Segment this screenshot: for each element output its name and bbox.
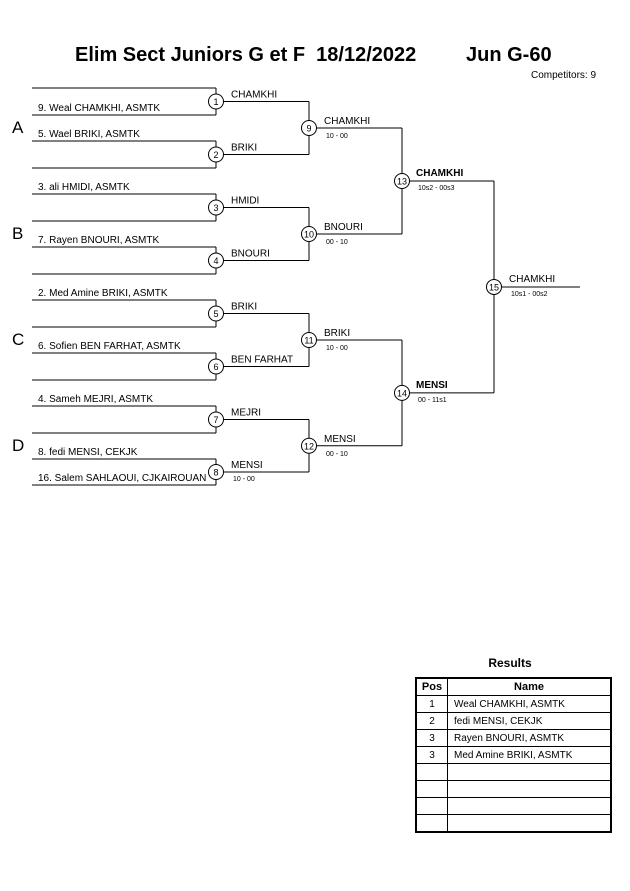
entry-name: 6. Sofien BEN FARHAT, ASMTK xyxy=(38,341,181,352)
results-name xyxy=(447,814,612,833)
results-name: Rayen BNOURI, ASMTK xyxy=(447,729,612,747)
match-circle xyxy=(301,332,317,348)
entry-name: 2. Med Amine BRIKI, ASMTK xyxy=(38,288,168,299)
results-name xyxy=(447,797,612,815)
results-name xyxy=(447,763,612,781)
match-circle xyxy=(301,437,317,454)
match-winner: BNOURI xyxy=(231,249,270,260)
match-score: 00 - 10 xyxy=(326,239,348,246)
match-winner: BRIKI xyxy=(231,143,257,154)
match-circle xyxy=(394,173,410,189)
match-number: 12 xyxy=(304,441,314,451)
results-name: Weal CHAMKHI, ASMTK xyxy=(447,695,612,713)
results-pos: 1 xyxy=(415,695,448,713)
results-pos xyxy=(415,763,448,781)
match-winner: MENSI xyxy=(416,380,448,391)
match-number: 8 xyxy=(213,468,218,478)
results-name: Med Amine BRIKI, ASMTK xyxy=(447,746,612,764)
results-pos: 3 xyxy=(415,746,448,764)
match-circle xyxy=(208,305,224,322)
results-row xyxy=(415,780,612,798)
match-winner: BNOURI xyxy=(324,222,363,233)
entry-name: 7. Rayen BNOURI, ASMTK xyxy=(38,235,159,246)
match-number: 6 xyxy=(213,362,218,372)
match-score: 10 - 00 xyxy=(233,476,255,483)
match-winner: CHAMKHI xyxy=(324,116,370,127)
match-number: 11 xyxy=(304,336,313,346)
match-number: 1 xyxy=(213,97,218,107)
entry-name: 3. ali HMIDI, ASMTK xyxy=(38,182,130,193)
results-pos xyxy=(415,814,448,833)
match-number: 2 xyxy=(213,150,218,160)
match-winner: BRIKI xyxy=(324,328,350,339)
category-title: Jun G-60 xyxy=(466,44,552,66)
pool-label: C xyxy=(12,330,24,349)
match-circle xyxy=(394,384,410,401)
match-number: 9 xyxy=(306,124,311,134)
match-number: 14 xyxy=(397,388,407,398)
results-row xyxy=(415,763,612,781)
match-number: 4 xyxy=(213,256,218,266)
results-pos xyxy=(415,780,448,798)
match-score: 00 - 11s1 xyxy=(418,397,447,404)
entry-name: 4. Sameh MEJRI, ASMTK xyxy=(38,394,153,405)
match-winner: CHAMKHI xyxy=(509,274,555,285)
match-circle xyxy=(208,358,224,375)
results-header-row: Pos Name xyxy=(415,677,612,696)
match-number: 5 xyxy=(213,309,218,319)
match-number: 7 xyxy=(213,415,218,425)
match-winner: MEJRI xyxy=(231,408,261,419)
results-header-pos: Pos xyxy=(415,677,448,696)
match-winner: BRIKI xyxy=(231,302,257,313)
results-pos: 3 xyxy=(415,729,448,747)
results-header-name: Name xyxy=(447,677,612,696)
match-score: 10s2 - 00s3 xyxy=(418,185,455,192)
pool-label: A xyxy=(12,118,24,137)
match-winner: MENSI xyxy=(324,434,356,445)
match-circle xyxy=(301,226,317,242)
match-score: 00 - 10 xyxy=(326,451,348,458)
page-title: Elim Sect Juniors G et F 18/12/2022 xyxy=(75,44,417,66)
match-score: 10 - 00 xyxy=(326,133,348,140)
match-winner: CHAMKHI xyxy=(231,90,277,101)
entry-name: 9. Weal CHAMKHI, ASMTK xyxy=(38,103,160,114)
match-winner: MENSI xyxy=(231,460,263,471)
entry-name: 8. fedi MENSI, CEKJK xyxy=(38,447,138,458)
results-row xyxy=(415,797,612,815)
match-circle xyxy=(208,93,224,110)
match-circle xyxy=(301,120,317,136)
match-winner: HMIDI xyxy=(231,196,259,207)
match-circle xyxy=(208,146,224,163)
pool-label: B xyxy=(12,224,23,243)
match-circle xyxy=(208,252,224,269)
match-circle xyxy=(208,199,224,216)
results-pos xyxy=(415,797,448,815)
match-number: 15 xyxy=(489,282,499,292)
results-pos: 2 xyxy=(415,712,448,730)
results-row xyxy=(415,814,612,833)
match-score: 10 - 00 xyxy=(326,345,348,352)
competitors-count: Competitors: 9 xyxy=(531,70,597,81)
results-title: Results xyxy=(488,656,532,670)
match-number: 10 xyxy=(304,230,314,240)
match-score: 10s1 - 00s2 xyxy=(511,291,548,298)
match-circle xyxy=(208,464,224,480)
results-name xyxy=(447,780,612,798)
entry-name: 16. Salem SAHLAOUI, CJKAIROUAN xyxy=(38,473,206,484)
results-name: fedi MENSI, CEKJK xyxy=(447,712,612,730)
match-winner: CHAMKHI xyxy=(416,168,463,179)
entry-name: 5. Wael BRIKI, ASMTK xyxy=(38,129,140,140)
match-winner: BEN FARHAT xyxy=(231,355,293,366)
match-number: 13 xyxy=(397,177,407,187)
match-circle xyxy=(208,411,224,428)
match-number: 3 xyxy=(213,203,218,213)
pool-label: D xyxy=(12,436,24,455)
match-circle xyxy=(486,278,502,295)
